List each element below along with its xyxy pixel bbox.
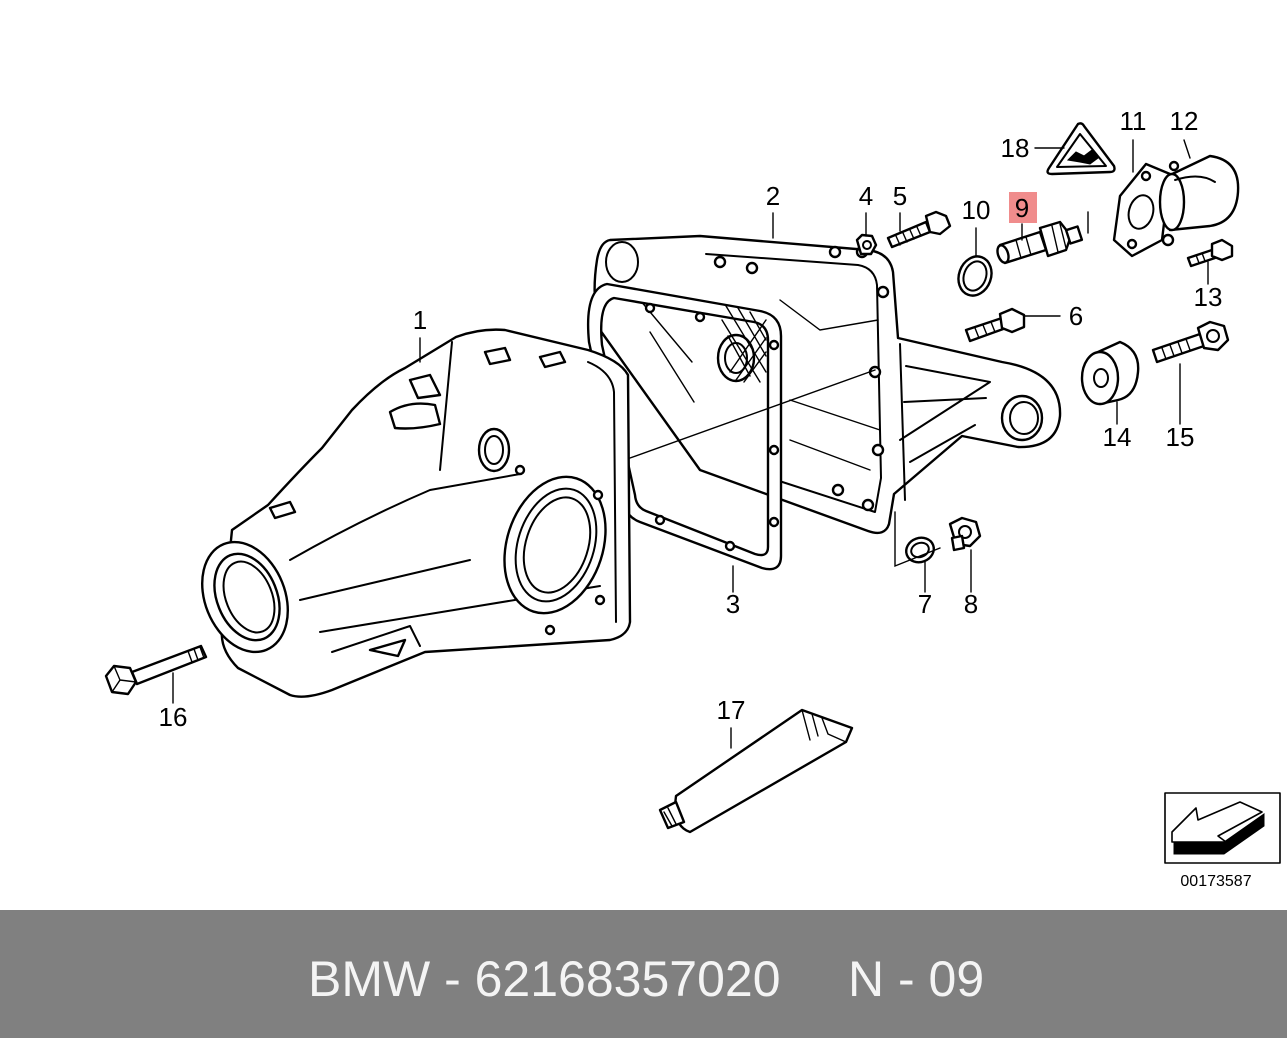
- callout-4: 4: [859, 181, 873, 211]
- sealant-tube: [658, 708, 854, 834]
- differential-housing: [201, 328, 632, 698]
- housing-flange-edge: [587, 361, 617, 623]
- leader-lines: [172, 139, 1209, 749]
- label-symbol-icon: [1066, 149, 1099, 165]
- sealing-ring-10: [957, 255, 993, 297]
- cover-inner-rim: [705, 253, 882, 513]
- sensor-cover: [1158, 154, 1240, 247]
- arm-bolt-6: [964, 307, 1026, 343]
- rubber-bushing: [1080, 340, 1140, 406]
- sealing-ring-7: [905, 536, 935, 564]
- arm-mount-hole-inner: [1009, 401, 1039, 435]
- footer-bar: BMW - 62168357020 N - 09: [0, 910, 1287, 1038]
- cover-bolt-holes: [713, 245, 890, 512]
- cover-arm-ribs: [899, 343, 991, 501]
- cover-lobe: [605, 241, 639, 283]
- housing-ribs: [268, 346, 567, 658]
- housing-bolt: [104, 644, 208, 696]
- housing-contours: [289, 341, 601, 653]
- bushing-bolt-15: [1151, 320, 1230, 364]
- callout-10: 10: [962, 195, 991, 225]
- oil-fill-hole: [716, 333, 756, 383]
- housing-bolt-holes: [514, 464, 606, 636]
- warning-label: [1046, 122, 1116, 176]
- callout-12: 12: [1170, 106, 1199, 136]
- cover-bolt: [886, 210, 952, 249]
- catalog-part-number: BMW - 62168357020: [308, 951, 781, 1007]
- arm-mount-hole: [1000, 394, 1044, 442]
- parts-diagram: 1 2 3 4 5 6 7 8 9 10 11 12 13 14 15 16 1…: [104, 106, 1281, 890]
- gasket-frame: [586, 282, 783, 571]
- small-bolt-13: [1186, 238, 1234, 268]
- page-code: N - 09: [848, 951, 985, 1007]
- callout-18: 18: [1001, 133, 1030, 163]
- gasket-hatching: [721, 305, 767, 383]
- callout-11: 11: [1120, 106, 1147, 136]
- callout-1: 1: [413, 305, 427, 335]
- reference-box: 00173587: [1164, 792, 1281, 890]
- callout-15: 15: [1166, 422, 1195, 452]
- pinion-bore: [222, 560, 276, 634]
- callout-14: 14: [1103, 422, 1132, 452]
- direction-arrow-icon: [1171, 801, 1265, 855]
- side-bearing-inner: [514, 487, 598, 603]
- callout-2: 2: [766, 181, 780, 211]
- callout-7: 7: [918, 589, 932, 619]
- callouts: 1 2 3 4 5 6 7 8 9 10 11 12 13 14 15 16 1…: [159, 106, 1223, 732]
- callout-16: 16: [159, 702, 188, 732]
- callout-3: 3: [726, 589, 740, 619]
- housing-boss: [477, 427, 511, 473]
- callout-13: 13: [1194, 282, 1223, 312]
- speed-sensor: [996, 220, 1084, 265]
- callout-5: 5: [893, 181, 907, 211]
- reference-number: 00173587: [1180, 873, 1251, 890]
- callout-9: 9: [1015, 193, 1029, 223]
- cover-ribs: [639, 299, 881, 471]
- callout-17: 17: [717, 695, 746, 725]
- side-bearing-seat: [522, 496, 592, 594]
- callout-9-highlight: [1009, 192, 1037, 223]
- callout-6: 6: [1069, 301, 1083, 331]
- callout-8: 8: [964, 589, 978, 619]
- housing-boss-inner: [484, 435, 504, 465]
- drain-plug: [948, 516, 982, 552]
- hex-nut: [855, 233, 878, 256]
